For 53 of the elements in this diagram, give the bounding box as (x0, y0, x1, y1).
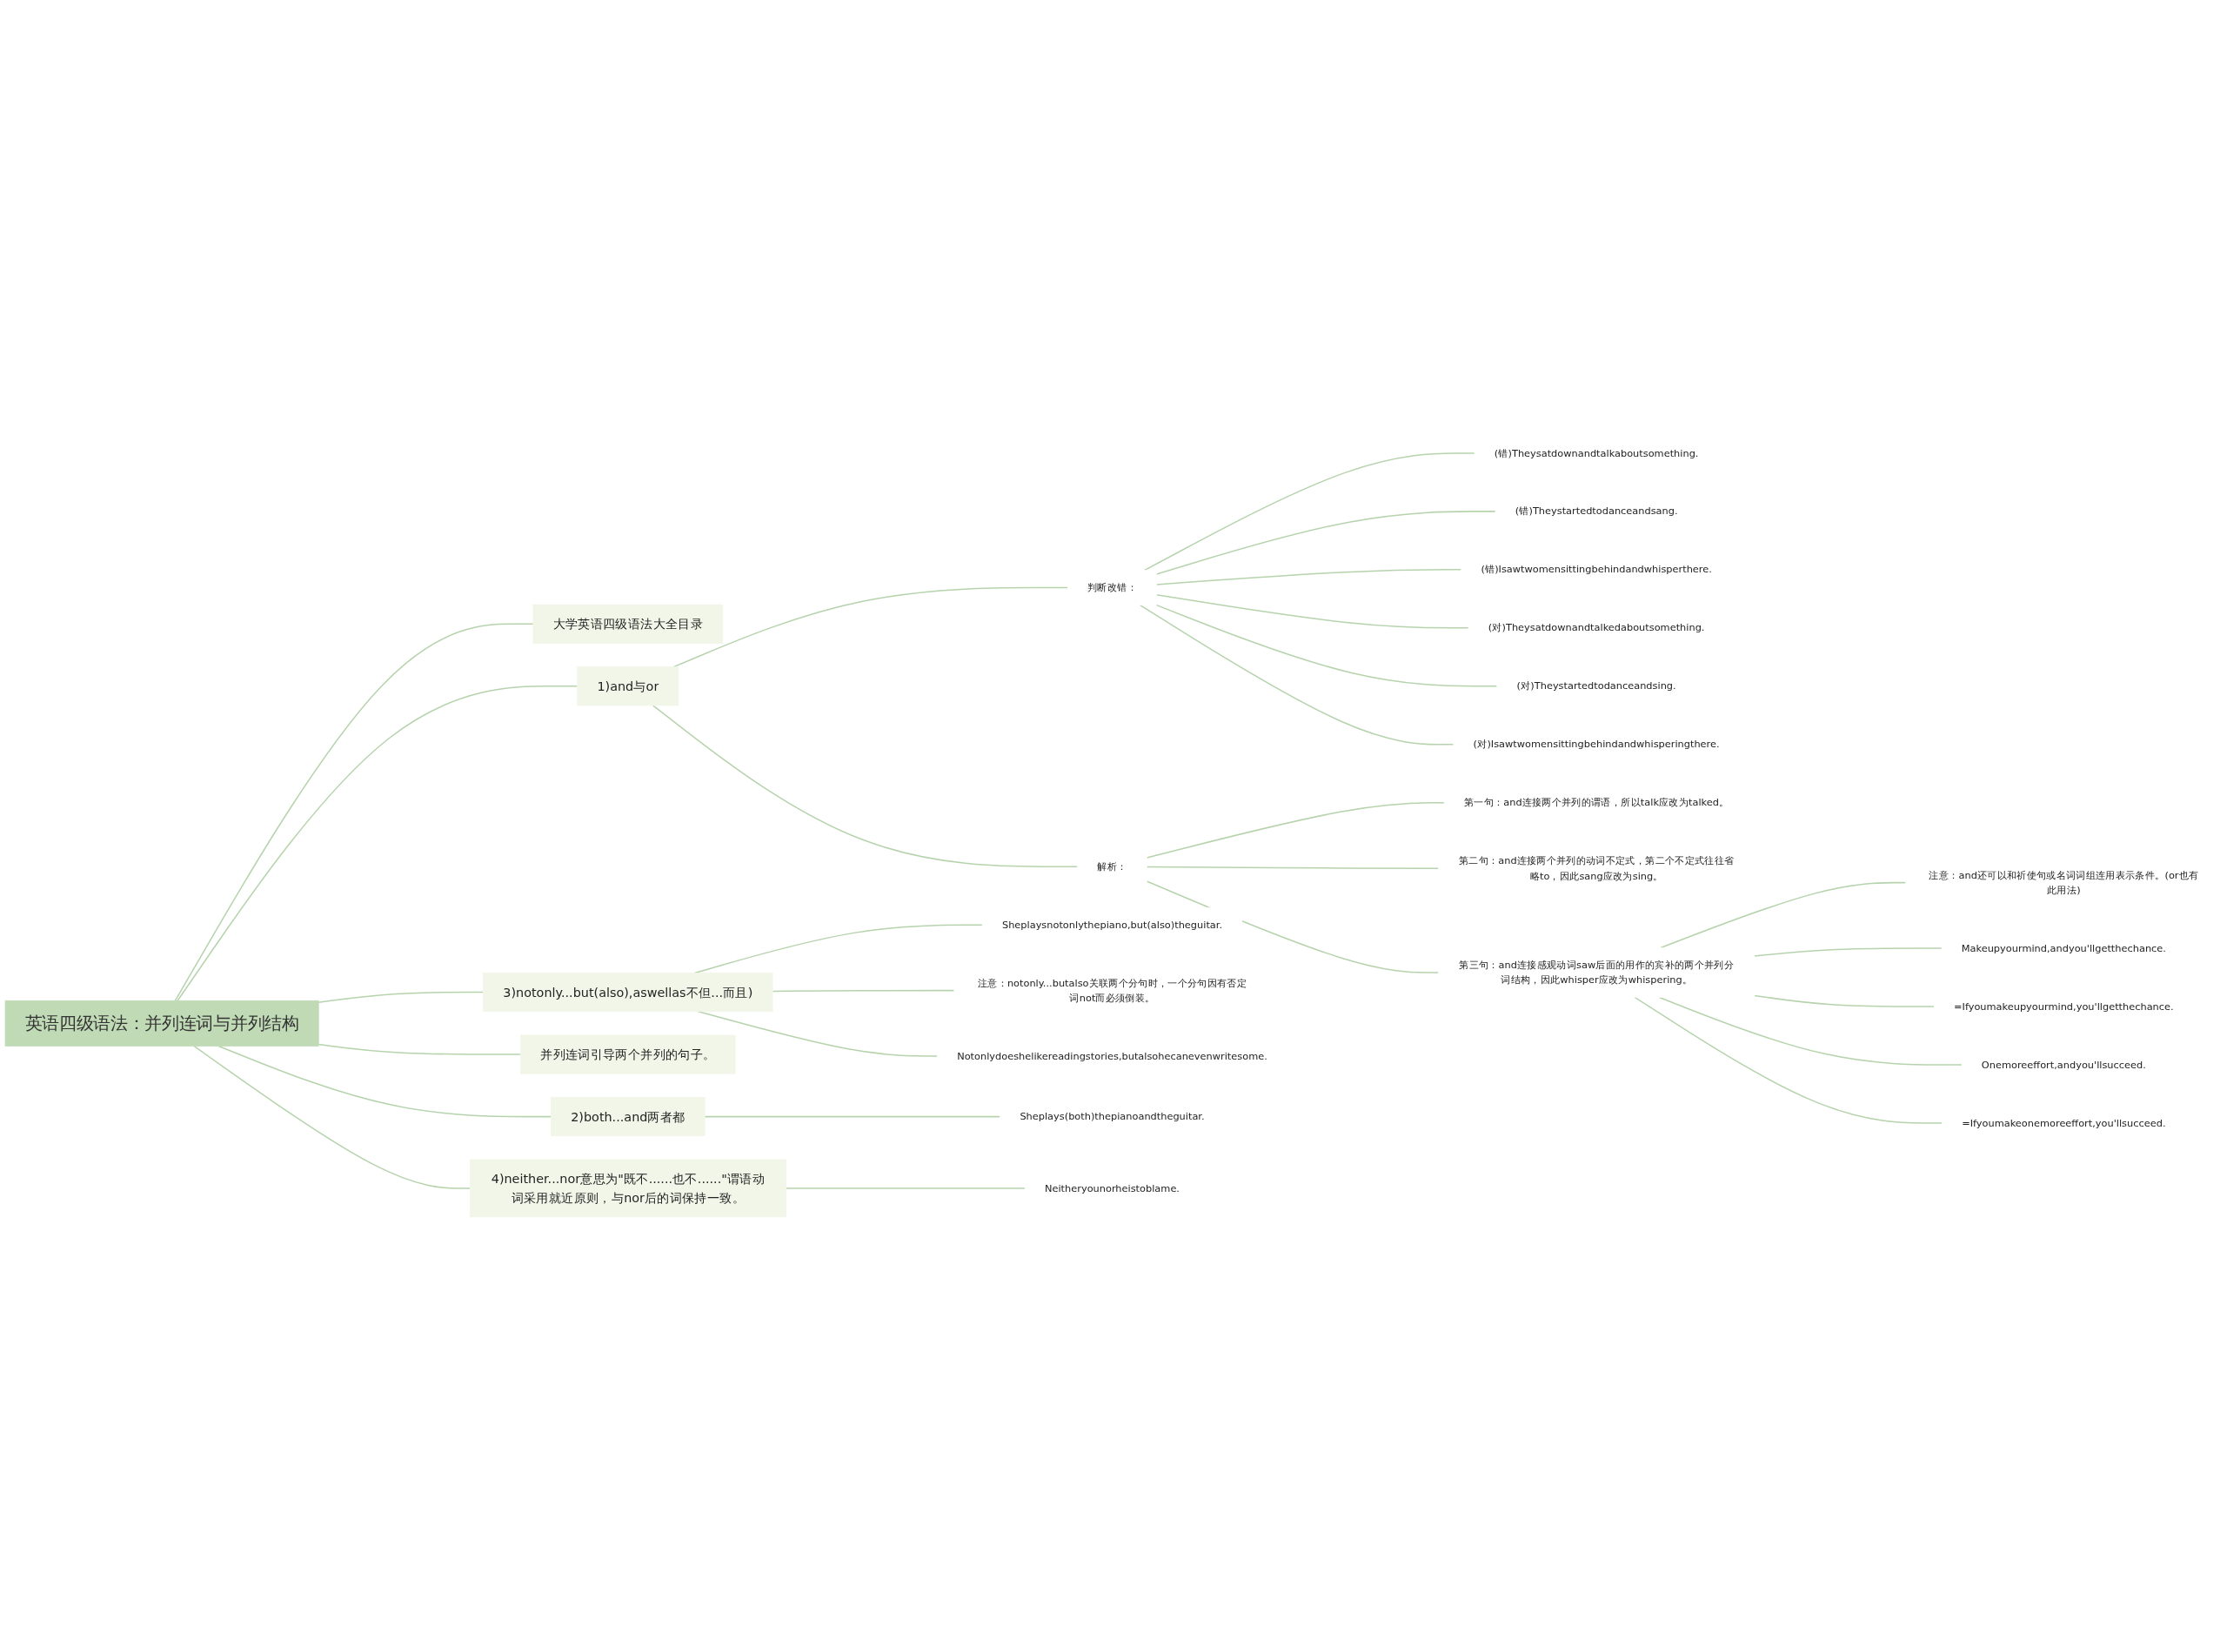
node-box: 并列连词引导两个并列的句子。 (520, 1034, 736, 1074)
node-box: 4)neither...nor意思为"既不......也不......"谓语动词采用就近原则，与nor后的词保持一致。 (469, 1159, 786, 1217)
connector (1143, 451, 1475, 571)
node-text: (对)Theystartedtodanceandsing. (1516, 679, 1676, 692)
node-text: 解析： (1097, 859, 1127, 873)
node-text: =Ifyoumakeonemoreeffort,you'llsucceed. (1962, 1116, 2166, 1129)
node-text: Onemoreeffort,andyou'llsucceed. (1981, 1058, 2146, 1071)
node-box: 3)notonly...but(also),aswellas不但...而且) (483, 972, 773, 1012)
connector (1660, 881, 1907, 948)
connector (704, 1115, 1001, 1117)
connector (217, 1045, 552, 1117)
node-text: Neitheryounorheistoblame. (1044, 1181, 1180, 1194)
connector (1658, 996, 1963, 1066)
connector (1146, 866, 1440, 869)
node-text: Makeupyourmind,andyou'llgetthechance. (1961, 941, 2166, 954)
node-box: 大学英语四级语法大全目录 (532, 604, 724, 644)
connector (1155, 510, 1496, 575)
node-text: (对)Isawtwomensittingbehindandwhisperingthere. (1473, 738, 1720, 750)
node-text: =Ifyoumakeupyourmind,you'llgetthechance. (1954, 1000, 2174, 1013)
connector (1753, 946, 1943, 957)
node-text: (对)Theysatdownandtalkedaboutsomething. (1488, 621, 1705, 633)
node-text: 注意：notonly...butalso关联两个分句时，一个分句因有否定词not而必须倒装。 (977, 976, 1247, 1004)
connector (193, 1045, 471, 1189)
connector (652, 704, 1079, 867)
connector (1753, 994, 1936, 1007)
connector (1146, 880, 1440, 973)
connector (1155, 604, 1498, 687)
node-text: (错)Theysatdownandtalkaboutsomething. (1494, 446, 1699, 459)
node-text: 判断改错： (1087, 581, 1137, 593)
node-text: (错)Isawtwomensittingbehindandwhisperthere. (1481, 563, 1712, 576)
connector (174, 623, 534, 1001)
node-text: Sheplays(both)thepianoandtheguitar. (1020, 1110, 1205, 1122)
node-text: 第二句：and连接两个并列的动词不定式，第二个不定式往往省略to，因此sang应改为sing。 (1458, 854, 1735, 881)
connector (318, 1043, 522, 1055)
connector (672, 586, 1069, 667)
node-box: 2)both...and两者都 (551, 1096, 706, 1136)
connector (1634, 996, 1943, 1124)
node-text: 第三句：and连接感观动词saw后面的用作的宾补的两个并列分词结构，因此whisper应改为whispering。 (1459, 958, 1735, 986)
connector (177, 685, 578, 1001)
connector (1155, 568, 1462, 585)
node-text: Notonlydoeshelikereadingstories,butalsohecanevenwritesome. (957, 1049, 1267, 1062)
node-text: 注意：and还可以和祈使句或名词词组连用表示条件。(or也有此用法) (1929, 868, 2199, 896)
connector (1139, 604, 1455, 746)
connector (1155, 593, 1469, 629)
node-text: (错)Theystartedtodanceandsang. (1515, 505, 1678, 518)
connector (698, 1010, 939, 1057)
connector (318, 991, 485, 1003)
node-box: 英语四级语法：并列连词与并列结构 (4, 1000, 319, 1047)
node-text: 第一句：and连接两个并列的谓语，所以talk应改为talked。 (1463, 796, 1729, 808)
connector (785, 1187, 1027, 1189)
connector (772, 989, 955, 992)
node-box: 1)and与or (577, 665, 679, 706)
connector (1146, 801, 1445, 859)
